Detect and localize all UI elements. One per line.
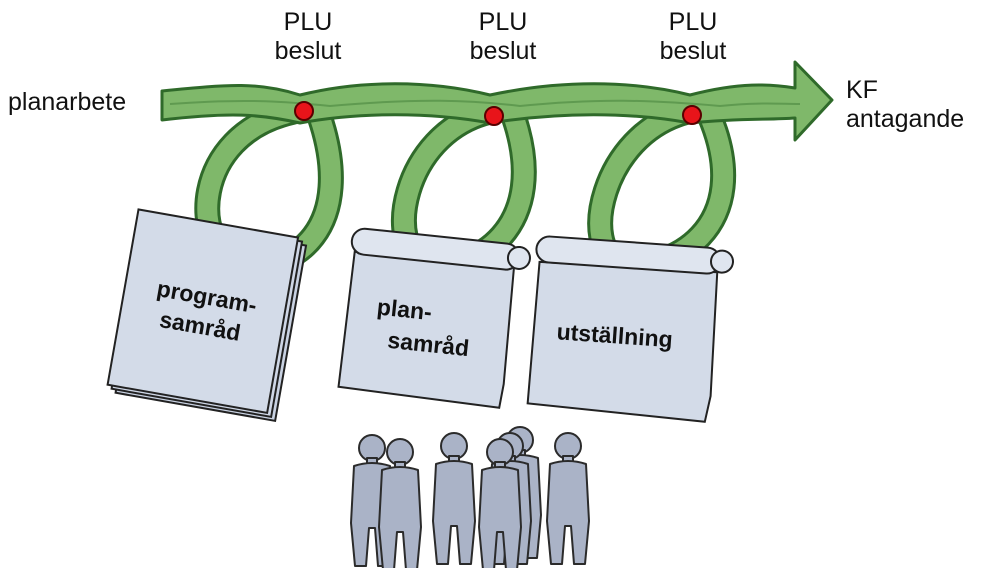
decision-dot-2: [484, 106, 504, 126]
person-icon: [432, 432, 476, 565]
decision-label-3: PLU beslut: [643, 8, 743, 66]
end-label-line1: KF: [846, 76, 878, 104]
decision-1-line1: PLU: [283, 8, 333, 36]
people-group: [350, 426, 590, 571]
decision-2-line2: beslut: [469, 37, 537, 65]
end-label-line2: antagande: [846, 105, 965, 133]
decision-dot-3: [682, 105, 702, 125]
decision-1-line2: beslut: [274, 37, 342, 65]
document-plan-samrad: plan- samråd: [337, 227, 531, 409]
person-icon: [546, 432, 590, 565]
decision-3-line1: PLU: [668, 8, 718, 36]
decision-dot-1: [294, 101, 314, 121]
start-label: planarbete: [8, 88, 127, 116]
person-icon: [378, 438, 422, 571]
decision-label-2: PLU beslut: [453, 8, 553, 66]
document-2-line1: plan-: [376, 293, 433, 325]
decision-label-1: PLU beslut: [258, 8, 358, 66]
decision-2-line1: PLU: [478, 8, 528, 36]
document-program-samrad: program- samråd: [106, 208, 308, 423]
process-arrow: [160, 60, 834, 142]
end-label: KF antagande: [846, 76, 964, 134]
document-utstallning: utställning: [526, 235, 735, 423]
decision-3-line2: beslut: [659, 37, 727, 65]
